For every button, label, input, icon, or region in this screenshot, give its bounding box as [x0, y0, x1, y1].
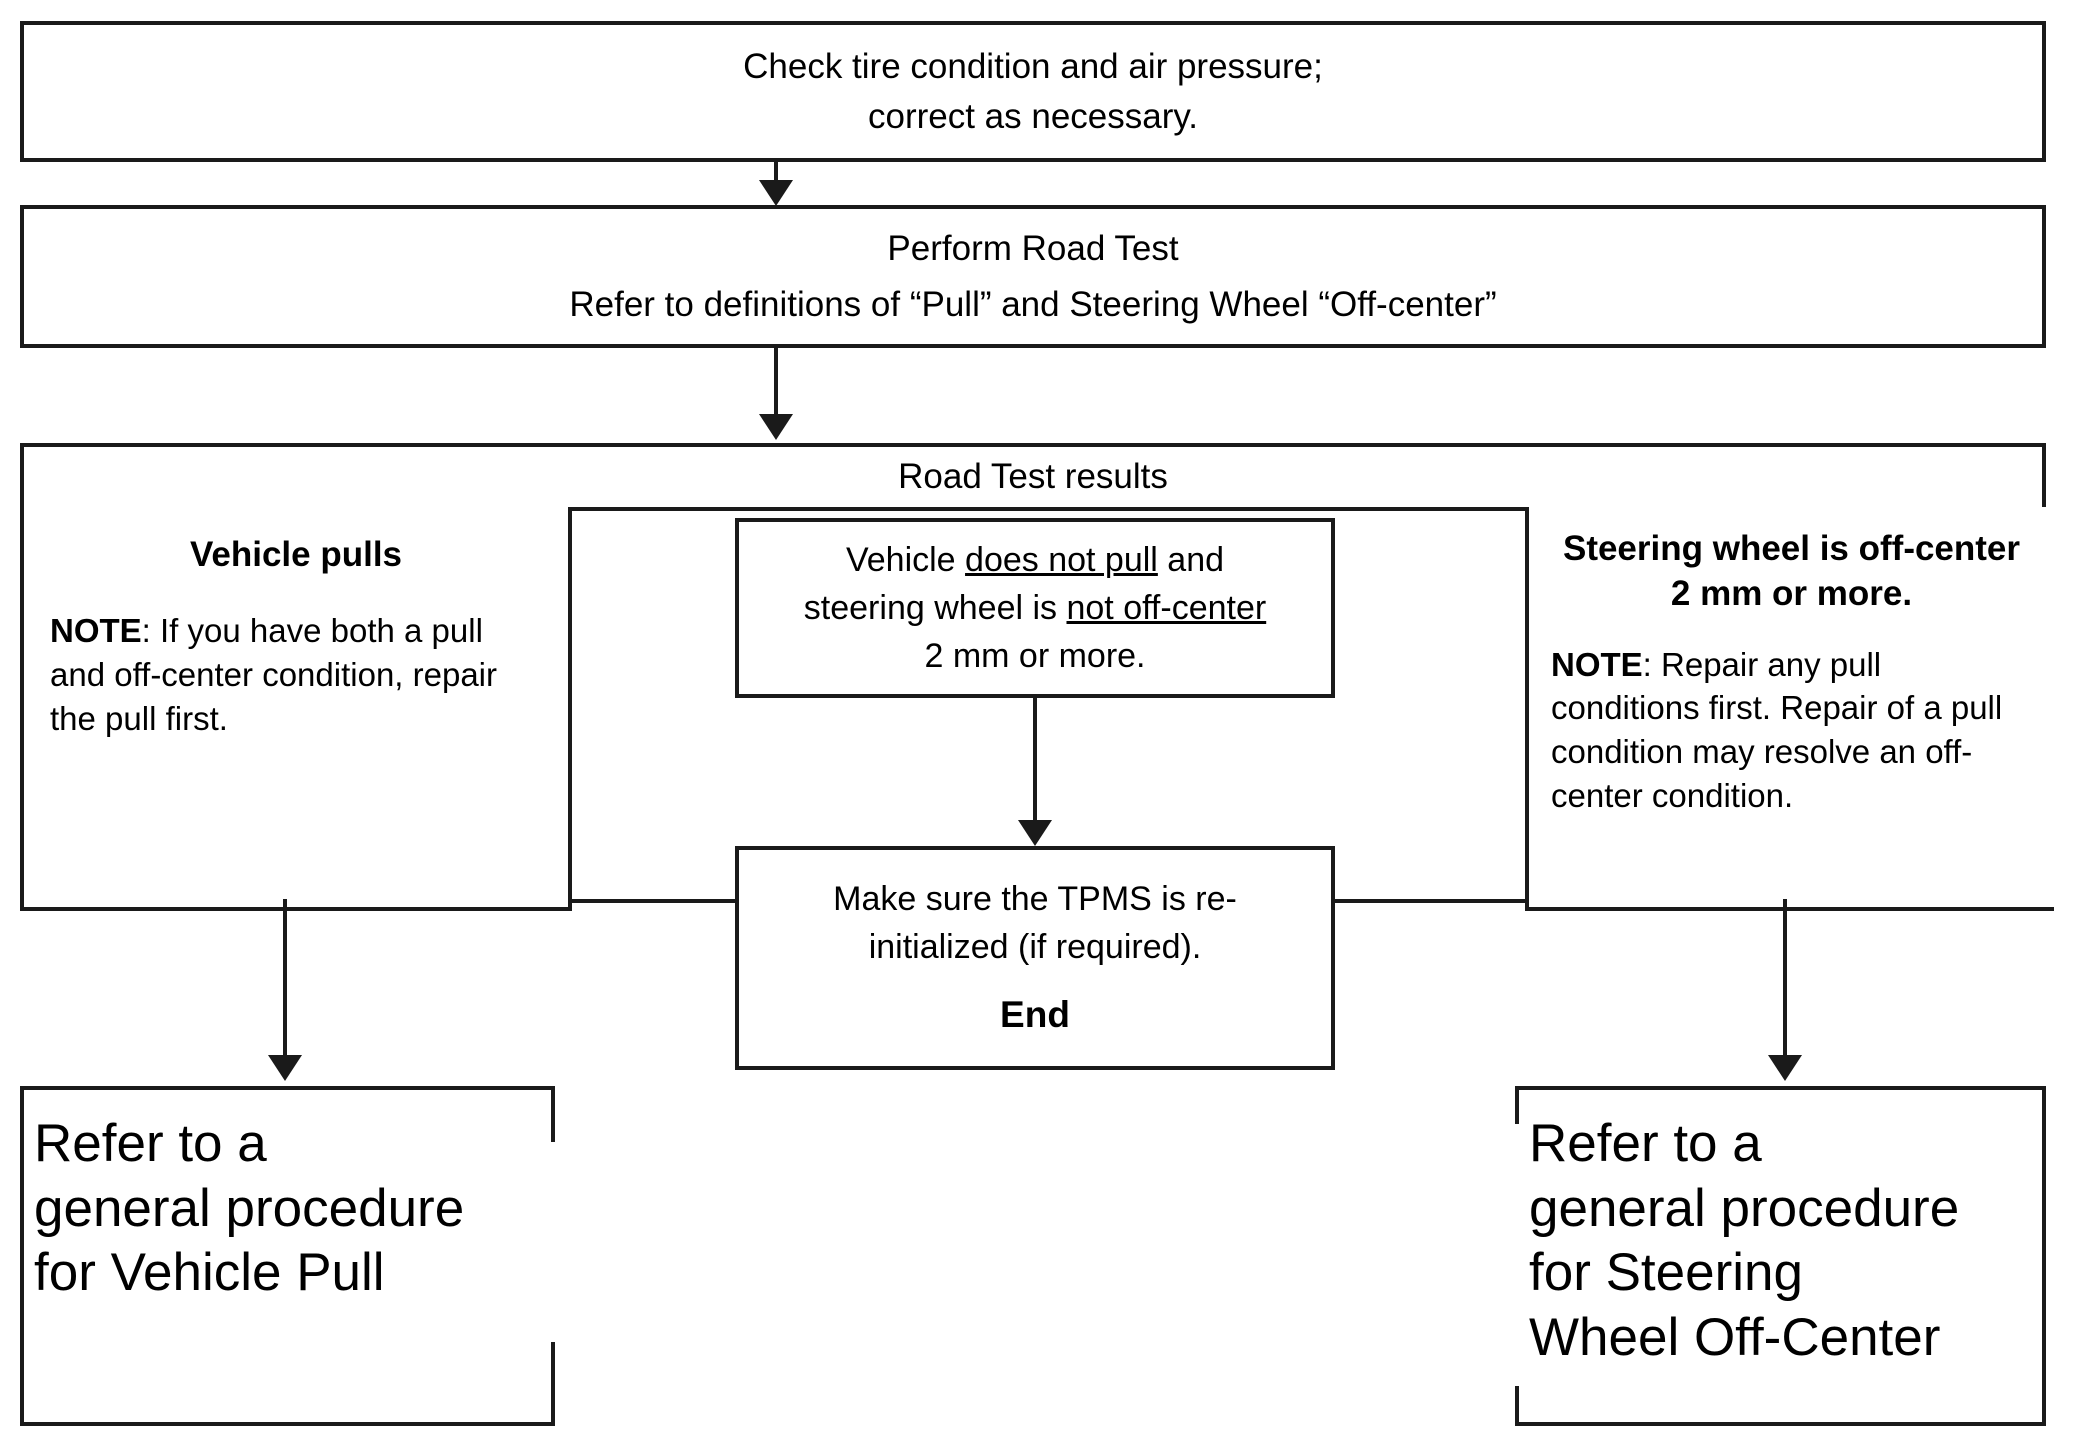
connector-offcenter-to-refer-offcenter	[1783, 899, 1787, 1059]
refer-pull-text: Refer to a general procedure for Vehicle…	[34, 1112, 464, 1306]
no-pull-line-2: steering wheel is not off-center	[804, 586, 1266, 630]
refer-offcenter-border-left-upper	[1515, 1086, 1519, 1124]
arrowhead-nopull-to-tpms	[1018, 820, 1052, 846]
vehicle-pulls-heading: Vehicle pulls	[189, 535, 403, 574]
no-pull-line-1-underlined: does not pull	[965, 540, 1158, 579]
refer-offcenter-line-2: general procedure	[1529, 1178, 1960, 1238]
tpms-end-label: End	[1000, 994, 1070, 1036]
vehicle-pulls-note: NOTE: If you have both a pull and off-ce…	[50, 609, 542, 741]
refer-offcenter-border-bottom	[1515, 1422, 2046, 1426]
node-vehicle-does-not-pull: Vehicle does not pull and steering wheel…	[735, 518, 1335, 698]
refer-pull-line-2: general procedure	[34, 1178, 465, 1238]
node-perform-road-test: Perform Road Test Refer to definitions o…	[20, 205, 2046, 348]
road-test-line-2: Refer to definitions of “Pull” and Steer…	[569, 284, 1497, 324]
connector-roadtest-to-results	[774, 348, 778, 420]
node-vehicle-pulls: Vehicle pulls NOTE: If you have both a p…	[20, 507, 572, 911]
refer-pull-line-3: for Vehicle Pull	[34, 1243, 385, 1303]
refer-offcenter-line-1: Refer to a	[1529, 1114, 1762, 1173]
arrowhead-pulls-to-refer-pull	[268, 1055, 302, 1081]
vehicle-pulls-note-body: : If you have both a pull and off-center…	[50, 612, 497, 737]
node-steering-wheel-off-center: Steering wheel is off-center 2 mm or mor…	[1525, 507, 2054, 911]
vehicle-pulls-note-label: NOTE	[50, 612, 142, 649]
refer-offcenter-border-right	[2042, 1086, 2046, 1426]
refer-pull-border-bottom	[20, 1422, 555, 1426]
refer-offcenter-border-left-lower	[1515, 1386, 1519, 1426]
arrowhead-tire-to-roadtest	[759, 180, 793, 206]
refer-pull-line-1: Refer to a	[34, 1114, 267, 1173]
no-pull-line-1-a: Vehicle	[845, 540, 966, 579]
tire-check-line-1: Check tire condition and air pressure;	[743, 47, 1323, 86]
arrowhead-offcenter-to-refer-offcenter	[1768, 1055, 1802, 1081]
no-pull-line-2-underlined: not off-center	[1066, 588, 1267, 627]
off-center-heading-line-2: center 2 mm or more.	[1670, 529, 2021, 613]
road-test-line-1: Perform Road Test	[887, 229, 1179, 268]
node-tpms-reinitialize-end: Make sure the TPMS is re- initialized (i…	[735, 846, 1335, 1070]
tire-check-line-2: correct as necessary.	[867, 96, 1199, 136]
refer-offcenter-line-3: for Steering	[1529, 1243, 1803, 1303]
no-pull-line-1-b: and	[1157, 540, 1225, 579]
results-header-label: Road Test results	[898, 457, 1168, 496]
tpms-line-1: Make sure the TPMS is re-	[833, 879, 1237, 918]
off-center-note-body: : Repair any pull conditions first. Repa…	[1551, 645, 2003, 815]
connector-tire-to-roadtest	[774, 162, 778, 188]
no-pull-line-1: Vehicle does not pull and	[846, 538, 1224, 582]
refer-offcenter-border-top	[1515, 1086, 2046, 1090]
node-check-tire-condition: Check tire condition and air pressure; c…	[20, 21, 2046, 162]
refer-offcenter-text: Refer to a general procedure for Steerin…	[1529, 1112, 1959, 1371]
connector-nopull-to-tpms	[1033, 698, 1037, 826]
refer-pull-border-right-lower	[551, 1342, 555, 1426]
refer-offcenter-line-4: Wheel Off-Center	[1529, 1307, 1941, 1367]
off-center-note: NOTE: Repair any pull conditions first. …	[1551, 643, 2032, 819]
connector-pulls-to-refer-pull	[283, 899, 287, 1059]
no-pull-line-2-a: steering wheel is	[803, 588, 1067, 627]
results-header: Road Test results	[24, 447, 2042, 511]
node-refer-general-procedure-vehicle-pull: Refer to a general procedure for Vehicle…	[20, 1086, 555, 1426]
tpms-line-2: initialized (if required).	[868, 927, 1202, 966]
refer-pull-border-left	[20, 1086, 24, 1426]
off-center-heading-line-1: Steering wheel is off-	[1562, 529, 1915, 568]
no-pull-line-3: 2 mm or more.	[924, 637, 1146, 676]
refer-pull-border-right-upper	[551, 1086, 555, 1142]
node-refer-general-procedure-steering-wheel-off-center: Refer to a general procedure for Steerin…	[1515, 1086, 2046, 1426]
off-center-heading: Steering wheel is off-center 2 mm or mor…	[1551, 527, 2032, 617]
off-center-note-label: NOTE	[1551, 645, 1643, 683]
refer-pull-border-top	[20, 1086, 555, 1090]
arrowhead-roadtest-to-results	[759, 414, 793, 440]
